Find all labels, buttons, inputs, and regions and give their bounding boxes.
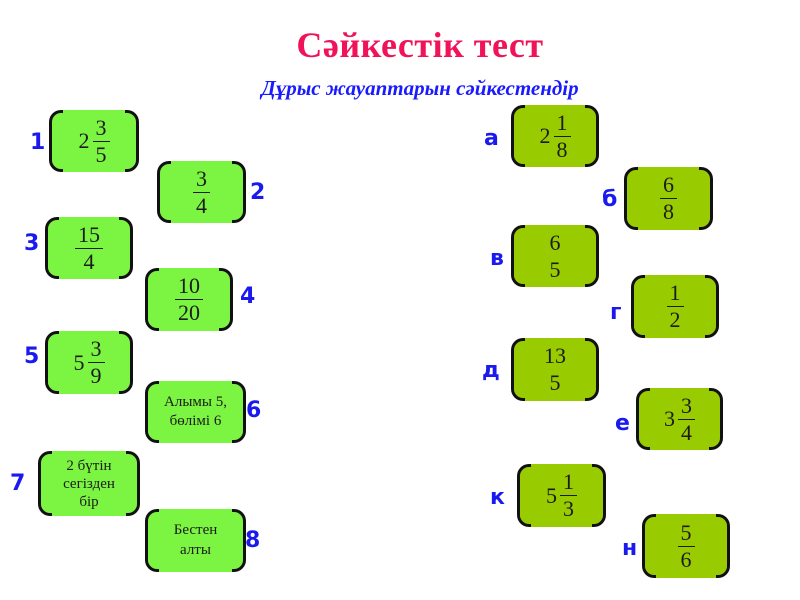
card-text-line: Алымы 5,	[164, 393, 227, 410]
fraction-bar	[678, 418, 695, 420]
whole-part: 3	[664, 406, 675, 431]
denominator: 4	[196, 192, 207, 218]
fraction-bar	[87, 362, 105, 363]
fraction: 3 4	[678, 392, 695, 445]
page-subtitle: Дұрыс жауаптарын сәйкестендір	[261, 76, 579, 100]
right-card-b[interactable]: 6 8	[624, 167, 713, 230]
item-label-a: а	[484, 126, 499, 151]
right-card-n[interactable]: 5 6	[642, 514, 730, 578]
denominator: 2	[669, 307, 681, 332]
item-label-g: г	[610, 300, 622, 325]
left-card-7[interactable]: 2 бүтін сегізден бір	[38, 451, 140, 516]
whole-part: 2	[539, 123, 551, 148]
right-card-d[interactable]: 13 5	[511, 338, 599, 401]
denominator: 8	[663, 199, 674, 224]
card-text-line: алты	[180, 541, 211, 558]
left-card-2[interactable]: 3 4	[157, 161, 246, 223]
fraction: 1 8	[553, 109, 571, 162]
right-card-v[interactable]: 6 5	[511, 225, 599, 287]
page-title: Сәйкестік тест	[296, 25, 544, 65]
right-card-e[interactable]: 3 3 4	[636, 388, 723, 450]
fraction-bar	[553, 135, 571, 137]
card-text-line: Бестен	[173, 522, 218, 538]
numerator: 10	[178, 273, 200, 298]
numerator: 6	[663, 172, 674, 197]
denominator: 4	[681, 419, 692, 445]
denominator: 5	[549, 370, 561, 395]
fraction: 13 5	[541, 345, 569, 394]
item-label-e: е	[615, 411, 630, 436]
item-label-v: в	[490, 246, 504, 271]
denominator: 6	[680, 546, 692, 572]
numerator: 13	[544, 343, 566, 368]
left-card-1[interactable]: 2 3 5	[49, 110, 139, 172]
numerator: 5	[680, 519, 692, 545]
fraction: 3 4	[193, 165, 210, 218]
fraction-bar	[193, 191, 210, 193]
item-label-b: б	[602, 187, 618, 212]
denominator: 4	[83, 248, 95, 274]
item-label-5: 5	[24, 344, 40, 369]
numerator: 3	[681, 392, 692, 418]
item-label-1: 1	[30, 130, 46, 155]
numerator: 1	[669, 280, 681, 305]
left-card-8[interactable]: Бестен алты	[145, 509, 246, 572]
numerator: 15	[78, 221, 100, 247]
card-text: Алымы 5, бөлімі 6	[164, 393, 227, 432]
card-text-line: сегізден	[63, 475, 115, 492]
right-card-g[interactable]: 1 2	[631, 275, 719, 338]
fraction: 5 6	[677, 519, 695, 572]
denominator: 5	[95, 141, 107, 167]
numerator: 1	[556, 109, 568, 135]
item-label-8: 8	[245, 528, 261, 553]
item-label-2: 2	[250, 180, 266, 205]
item-label-4: 4	[240, 284, 256, 309]
whole-part: 2	[78, 128, 90, 153]
left-card-6[interactable]: Алымы 5, бөлімі 6	[145, 381, 246, 443]
item-label-n: н	[622, 536, 638, 561]
item-label-7: 7	[10, 471, 26, 496]
item-label-d: д	[482, 358, 500, 383]
fraction-bar	[175, 299, 203, 300]
fraction: 3 9	[87, 336, 105, 388]
numerator: 3	[196, 165, 207, 191]
fraction-bar	[75, 247, 103, 249]
card-text-line: бір	[79, 493, 99, 510]
numerator: 3	[95, 114, 107, 140]
fraction: 3 5	[92, 114, 110, 167]
fraction: 6 8	[660, 174, 677, 223]
numerator: 6	[549, 229, 561, 255]
numerator: 3	[90, 336, 102, 361]
item-label-6: 6	[246, 398, 262, 423]
item-label-3: 3	[24, 231, 40, 256]
item-label-k: к	[490, 485, 505, 510]
whole-part: 5	[546, 482, 557, 508]
card-text: 2 бүтін сегізден бір	[63, 457, 115, 511]
denominator: 3	[563, 496, 574, 521]
denominator: 8	[556, 136, 568, 162]
denominator: 20	[178, 300, 200, 325]
left-card-3[interactable]: 15 4	[45, 217, 133, 279]
card-text-line: 2 бүтін	[66, 457, 112, 474]
fraction-bar	[660, 198, 677, 199]
left-card-4[interactable]: 10 20	[145, 268, 233, 331]
fraction-bar	[92, 140, 110, 142]
fraction: 6 5	[547, 229, 564, 282]
denominator: 9	[90, 363, 102, 388]
fraction: 15 4	[75, 221, 103, 274]
denominator: 5	[549, 256, 561, 282]
fraction-bar	[666, 306, 684, 307]
card-text: Бестен алты	[174, 521, 218, 560]
left-card-5[interactable]: 5 3 9	[45, 331, 133, 394]
numerator: 1	[563, 469, 574, 494]
fraction-bar	[560, 495, 577, 496]
whole-part: 5	[73, 349, 85, 375]
right-card-a[interactable]: 2 1 8	[511, 105, 599, 167]
right-card-k[interactable]: 5 1 3	[517, 464, 606, 527]
fraction-bar	[677, 545, 695, 547]
card-text-line: бөлімі 6	[169, 413, 222, 429]
fraction: 1 2	[666, 280, 684, 332]
fraction: 1 3	[560, 471, 577, 520]
fraction: 10 20	[175, 275, 203, 324]
